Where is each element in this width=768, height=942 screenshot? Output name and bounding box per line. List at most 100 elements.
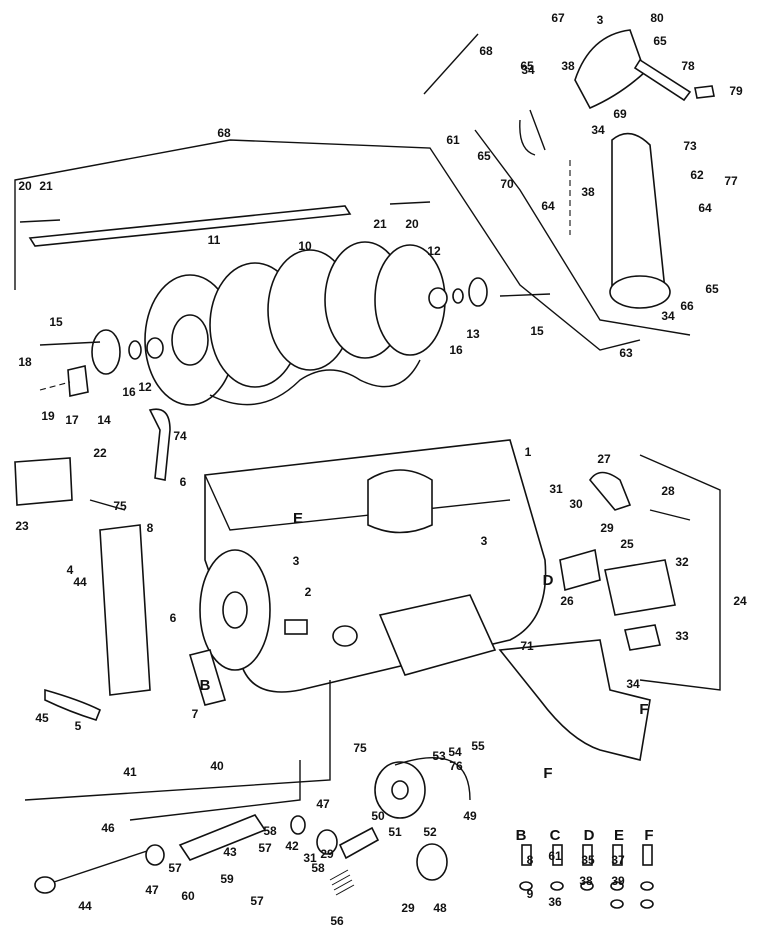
part-label-43: 43	[223, 845, 237, 859]
chain-22	[89, 499, 126, 511]
part-label-15: 15	[530, 324, 544, 338]
part-label-37: 37	[611, 853, 625, 867]
reference-letter-f: F	[644, 827, 653, 844]
part-label-35: 35	[581, 853, 595, 867]
lever-43	[44, 849, 151, 886]
part-label-60: 60	[181, 889, 195, 903]
reference-letter-c: C	[550, 827, 561, 844]
chain-guard-23	[14, 457, 73, 506]
part-label-48: 48	[433, 901, 447, 915]
part-label-47: 47	[316, 797, 330, 811]
legend-c-bolt	[550, 844, 564, 891]
part-label-51: 51	[388, 825, 402, 839]
part-label-55: 55	[471, 739, 485, 753]
part-label-21: 21	[373, 217, 387, 231]
part-label-20: 20	[405, 217, 419, 231]
part-label-34: 34	[626, 677, 640, 691]
housing-hole	[332, 625, 358, 647]
part-label-28: 28	[661, 484, 675, 498]
part-label-27: 27	[597, 452, 611, 466]
side-plate-4	[99, 524, 151, 696]
part-label-67: 67	[551, 11, 565, 25]
bracket-7	[188, 649, 227, 706]
auger-assembly	[14, 139, 641, 406]
chute-63	[611, 132, 666, 301]
part-label-61: 61	[446, 133, 460, 147]
part-label-29: 29	[320, 847, 334, 861]
part-label-49: 49	[463, 809, 477, 823]
part-label-46: 46	[101, 821, 115, 835]
part-label-16: 16	[122, 385, 136, 399]
part-label-58: 58	[311, 861, 325, 875]
legend-f-bolt	[640, 844, 654, 909]
bracket-77	[633, 58, 692, 102]
reference-letter-b: B	[200, 677, 211, 694]
hardware-legend	[519, 844, 654, 909]
part-label-14: 14	[97, 413, 111, 427]
housing-bearing-hole	[222, 591, 248, 629]
part-label-10: 10	[298, 239, 312, 253]
legend-e-bolt	[610, 844, 624, 909]
part-label-32: 32	[675, 555, 689, 569]
part-label-66: 66	[680, 299, 694, 313]
idler-46	[316, 829, 338, 855]
part-label-13: 13	[466, 327, 480, 341]
part-label-50: 50	[371, 809, 385, 823]
clip-69	[519, 109, 546, 156]
lever-knob	[34, 876, 56, 894]
part-label-3: 3	[293, 554, 300, 568]
part-label-42: 42	[285, 839, 299, 853]
part-label-65: 65	[653, 34, 667, 48]
pulley-50-hub	[391, 780, 409, 800]
part-label-34: 34	[661, 309, 675, 323]
part-label-44: 44	[73, 575, 87, 589]
part-label-6: 6	[180, 475, 187, 489]
housing-label-2	[284, 619, 308, 635]
part-label-75: 75	[353, 741, 367, 755]
part-label-31: 31	[549, 482, 563, 496]
part-label-68: 68	[479, 44, 493, 58]
spring-55	[329, 869, 355, 896]
handle-78	[694, 85, 715, 99]
spacer-41	[290, 815, 306, 835]
linkage-group-bracket-24	[639, 454, 721, 691]
drive-group-bracket-40	[24, 680, 331, 801]
shaft-42	[178, 814, 267, 861]
washer-16-right	[452, 288, 464, 304]
chute-assembly	[423, 29, 715, 336]
part-label-6: 6	[170, 611, 177, 625]
part-label-5: 5	[75, 719, 82, 733]
reference-letter-f: F	[639, 701, 648, 718]
skid-5	[44, 688, 102, 721]
part-label-18: 18	[18, 355, 32, 369]
part-label-76: 76	[449, 759, 463, 773]
part-label-52: 52	[423, 825, 437, 839]
drive-group-bracket-39	[129, 760, 301, 821]
part-label-65: 65	[477, 149, 491, 163]
part-label-22: 22	[93, 446, 107, 460]
sprocket-14	[91, 329, 121, 375]
part-label-47: 47	[145, 883, 159, 897]
part-label-44: 44	[78, 899, 92, 913]
part-label-65: 65	[520, 59, 534, 73]
slide-25	[604, 559, 676, 616]
part-labels: 1233345667889101112121314151516161718192…	[15, 11, 747, 928]
bolt-18-path	[39, 381, 71, 391]
bearing-12-right	[428, 287, 448, 309]
reference-letter-d: D	[584, 827, 595, 844]
part-label-41: 41	[123, 765, 137, 779]
rod-28	[649, 509, 691, 521]
part-label-40: 40	[210, 759, 224, 773]
reference-letter-e: E	[293, 510, 303, 527]
drive-assembly	[24, 680, 471, 896]
linkage-assembly	[498, 454, 721, 761]
part-label-17: 17	[65, 413, 79, 427]
part-label-56: 56	[330, 914, 344, 928]
cable-27	[589, 471, 632, 511]
part-label-31: 31	[303, 851, 317, 865]
part-label-73: 73	[683, 139, 697, 153]
reference-letter-f: F	[543, 765, 552, 782]
bracket-26	[559, 548, 601, 592]
part-label-57: 57	[250, 894, 264, 908]
